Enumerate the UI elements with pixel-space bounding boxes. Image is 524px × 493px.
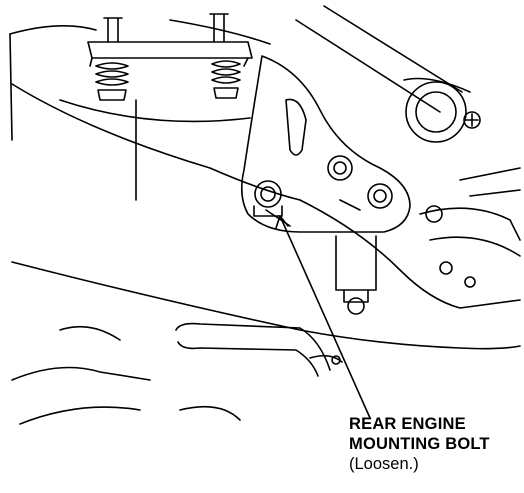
callout-title-line-1: REAR ENGINE xyxy=(349,415,466,433)
callout-label: REAR ENGINE MOUNTING BOLT (Loosen.) xyxy=(349,414,490,474)
isolator-spring-right xyxy=(211,60,241,99)
isolator-spring-left xyxy=(95,62,129,101)
rear-engine-mounting-bolt xyxy=(253,180,283,217)
torque-rod xyxy=(295,5,481,143)
body-panel-upper xyxy=(9,19,271,201)
lower-chassis xyxy=(11,325,241,425)
engine-block-detail xyxy=(419,167,521,288)
frame-member xyxy=(11,83,521,350)
upper-bracket-bar xyxy=(87,13,253,67)
callout-title-line-2: MOUNTING BOLT xyxy=(349,435,490,453)
callout-leader xyxy=(275,215,371,419)
callout-instruction: (Loosen.) xyxy=(349,455,419,473)
lower-pipe xyxy=(175,322,343,377)
mount-bracket xyxy=(240,55,411,233)
bracket-bolt-lower xyxy=(367,183,393,209)
bracket-bolt-upper xyxy=(327,155,353,181)
lower-bushing-bolt xyxy=(335,235,377,315)
